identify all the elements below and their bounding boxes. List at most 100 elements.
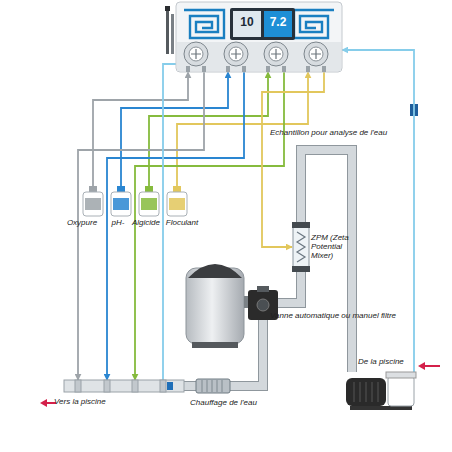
heater-rib [222, 380, 223, 392]
component-label: Chauffage de l'eau [190, 399, 257, 408]
pump-rotor [269, 47, 283, 61]
injection-tee [132, 380, 138, 392]
pipe-outline [278, 272, 301, 303]
tube-group [78, 50, 414, 380]
product-label: Floculant [166, 219, 198, 228]
filter-valve: Vanne automatique ou manuel filtre [248, 286, 278, 320]
component-label: De la piscine [358, 358, 404, 367]
chemical-container: Oxypure [82, 186, 104, 216]
bottle-band [113, 198, 129, 210]
mixer-end [292, 266, 310, 272]
product-label: pH- [112, 219, 125, 228]
motor-fin [354, 382, 355, 402]
rotor-cross [271, 49, 281, 59]
peristaltic-pump [184, 42, 208, 66]
water-pipe [230, 320, 263, 386]
mixer-helix [297, 232, 305, 262]
bottle-body [139, 192, 159, 216]
screen-value: 10 [233, 16, 261, 29]
dosing-tube [107, 72, 244, 380]
valve-handle [257, 286, 269, 292]
motor-fin [366, 382, 367, 402]
probe [166, 10, 169, 54]
heater-rib [212, 380, 213, 392]
pump-port [202, 66, 206, 72]
pump-motor [346, 378, 386, 406]
display-screen [230, 8, 295, 40]
manifold-pipe [64, 380, 184, 392]
strainer-pot [388, 376, 414, 406]
greek-key [184, 10, 224, 38]
display-cell [233, 11, 261, 37]
dosing-tube [149, 72, 268, 186]
pipe-outline [230, 320, 263, 386]
pump-rotor [189, 47, 203, 61]
pool-pump: De la piscine [346, 372, 416, 410]
edge-label: Echantillon pour analyse de l'eau [270, 129, 387, 138]
node-shape [346, 372, 416, 410]
node-shape [292, 222, 310, 272]
valve-dial [257, 299, 269, 311]
heater-body [196, 379, 230, 393]
heater-rib [202, 380, 203, 392]
heater-rib [217, 380, 218, 392]
chemical-container: Algicide [138, 186, 160, 216]
component-label: Vers la piscine [54, 398, 106, 407]
mixer-body [293, 226, 309, 268]
node-shape [166, 186, 188, 216]
probe [171, 14, 174, 54]
pump-port [242, 66, 246, 72]
pump-port [282, 66, 286, 72]
peristaltic-pump [304, 42, 328, 66]
pipe-group [184, 150, 352, 386]
pump-rotor [309, 47, 323, 61]
chemical-container: pH- [110, 186, 132, 216]
pump-port [322, 66, 326, 72]
rotor-cross [231, 49, 241, 59]
component-label: Vanne automatique ou manuel filtre [270, 312, 396, 321]
bottle-band [85, 198, 101, 210]
tank-base [192, 342, 238, 348]
mixer-end [292, 222, 310, 228]
flow-arrow-head [418, 362, 425, 370]
pump-port [306, 66, 310, 72]
node-shape [196, 379, 230, 393]
display-cell [264, 11, 292, 37]
injection-tee [160, 380, 166, 392]
pump-base [350, 406, 412, 410]
chemical-container: Floculant [166, 186, 188, 216]
water-heater: Chauffage de l'eau [196, 379, 230, 393]
zeta-mixer: ZPM (Zeta Potential Mixer) [292, 222, 310, 272]
water-pipe [278, 272, 301, 303]
motor-fin [372, 382, 373, 402]
dosing-tube [342, 50, 414, 372]
product-label: Algicide [132, 219, 160, 228]
dosing-tube [121, 72, 228, 186]
greek-key [294, 10, 334, 38]
strainer-lid [386, 372, 416, 378]
node-shape [110, 186, 132, 216]
node-shape [138, 186, 160, 216]
probe-cap [165, 6, 170, 11]
bottle-band [169, 198, 185, 210]
node-shape [176, 2, 342, 72]
tank-dome [188, 264, 242, 278]
node-shape [64, 380, 184, 392]
pump-port [266, 66, 270, 72]
controller-body [176, 2, 342, 72]
injection-manifold: Vers la piscine [64, 380, 184, 392]
filter-tank [186, 268, 244, 344]
pump-port [186, 66, 190, 72]
manifold-valve [167, 382, 173, 390]
node-shape [82, 186, 104, 216]
heater-rib [207, 380, 208, 392]
rotor-cross [311, 49, 321, 59]
component-label: ZPM (Zeta Potential Mixer) [311, 234, 349, 260]
bottle-body [111, 192, 131, 216]
screen-value: 7.2 [264, 16, 292, 29]
injection-tee [75, 380, 81, 392]
flow-arrow-head [40, 399, 47, 407]
pipe-outline [184, 381, 196, 391]
controller-band [177, 42, 341, 71]
motor-fin [360, 382, 361, 402]
